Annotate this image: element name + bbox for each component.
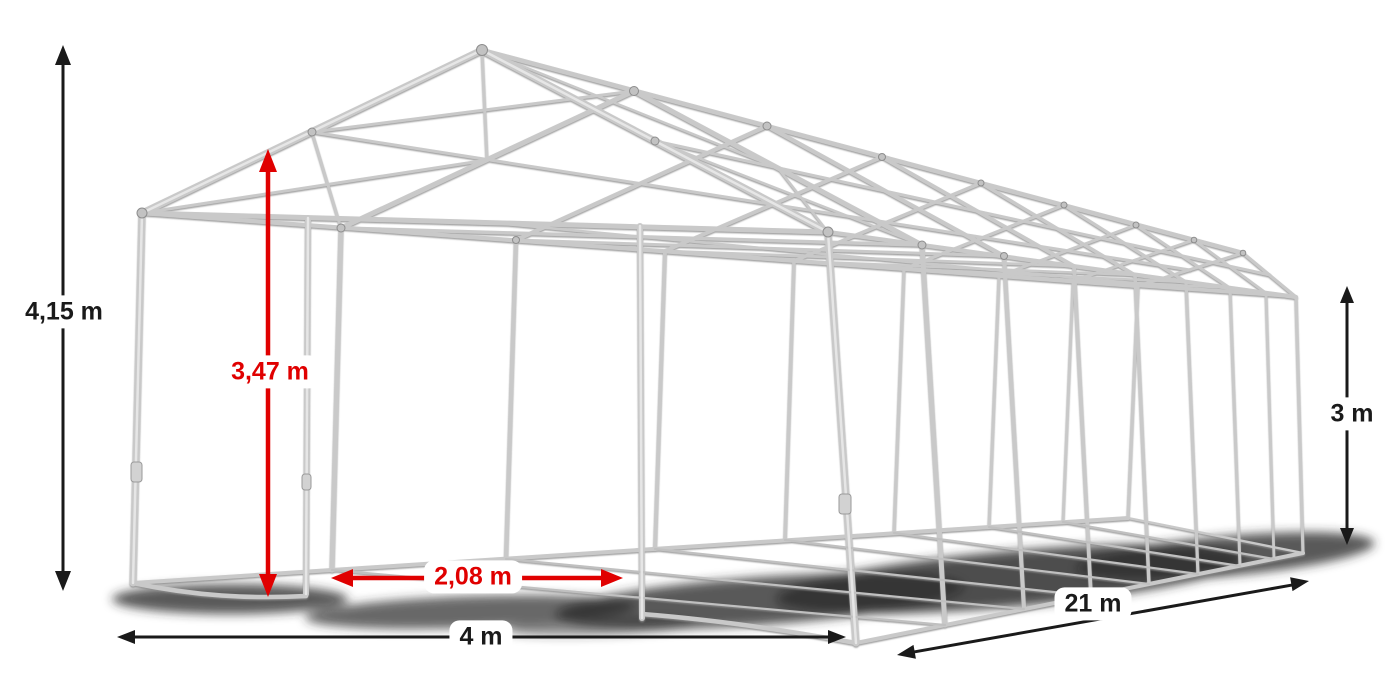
frame-0-front-gable (129, 46, 860, 647)
dimension-label-total-height: 4,15 m (15, 295, 113, 329)
front-frame-highlights (131, 48, 858, 645)
dimension-label-entrance-width: 2,08 m (424, 560, 522, 594)
dimension-label-width: 4 m (449, 620, 513, 654)
frame-2 (503, 123, 1027, 612)
dimension-label-clearance-height: 3,47 m (221, 355, 319, 389)
frame-6 (987, 223, 1242, 568)
frame-5 (892, 203, 1200, 576)
dimension-label-side-height: 3 m (1320, 397, 1384, 431)
roof-cross-braces (140, 48, 924, 247)
dimension-label-length: 21 m (1054, 587, 1132, 621)
frame-8-rear-gable (1126, 251, 1305, 555)
frame-joints (130, 44, 1247, 515)
